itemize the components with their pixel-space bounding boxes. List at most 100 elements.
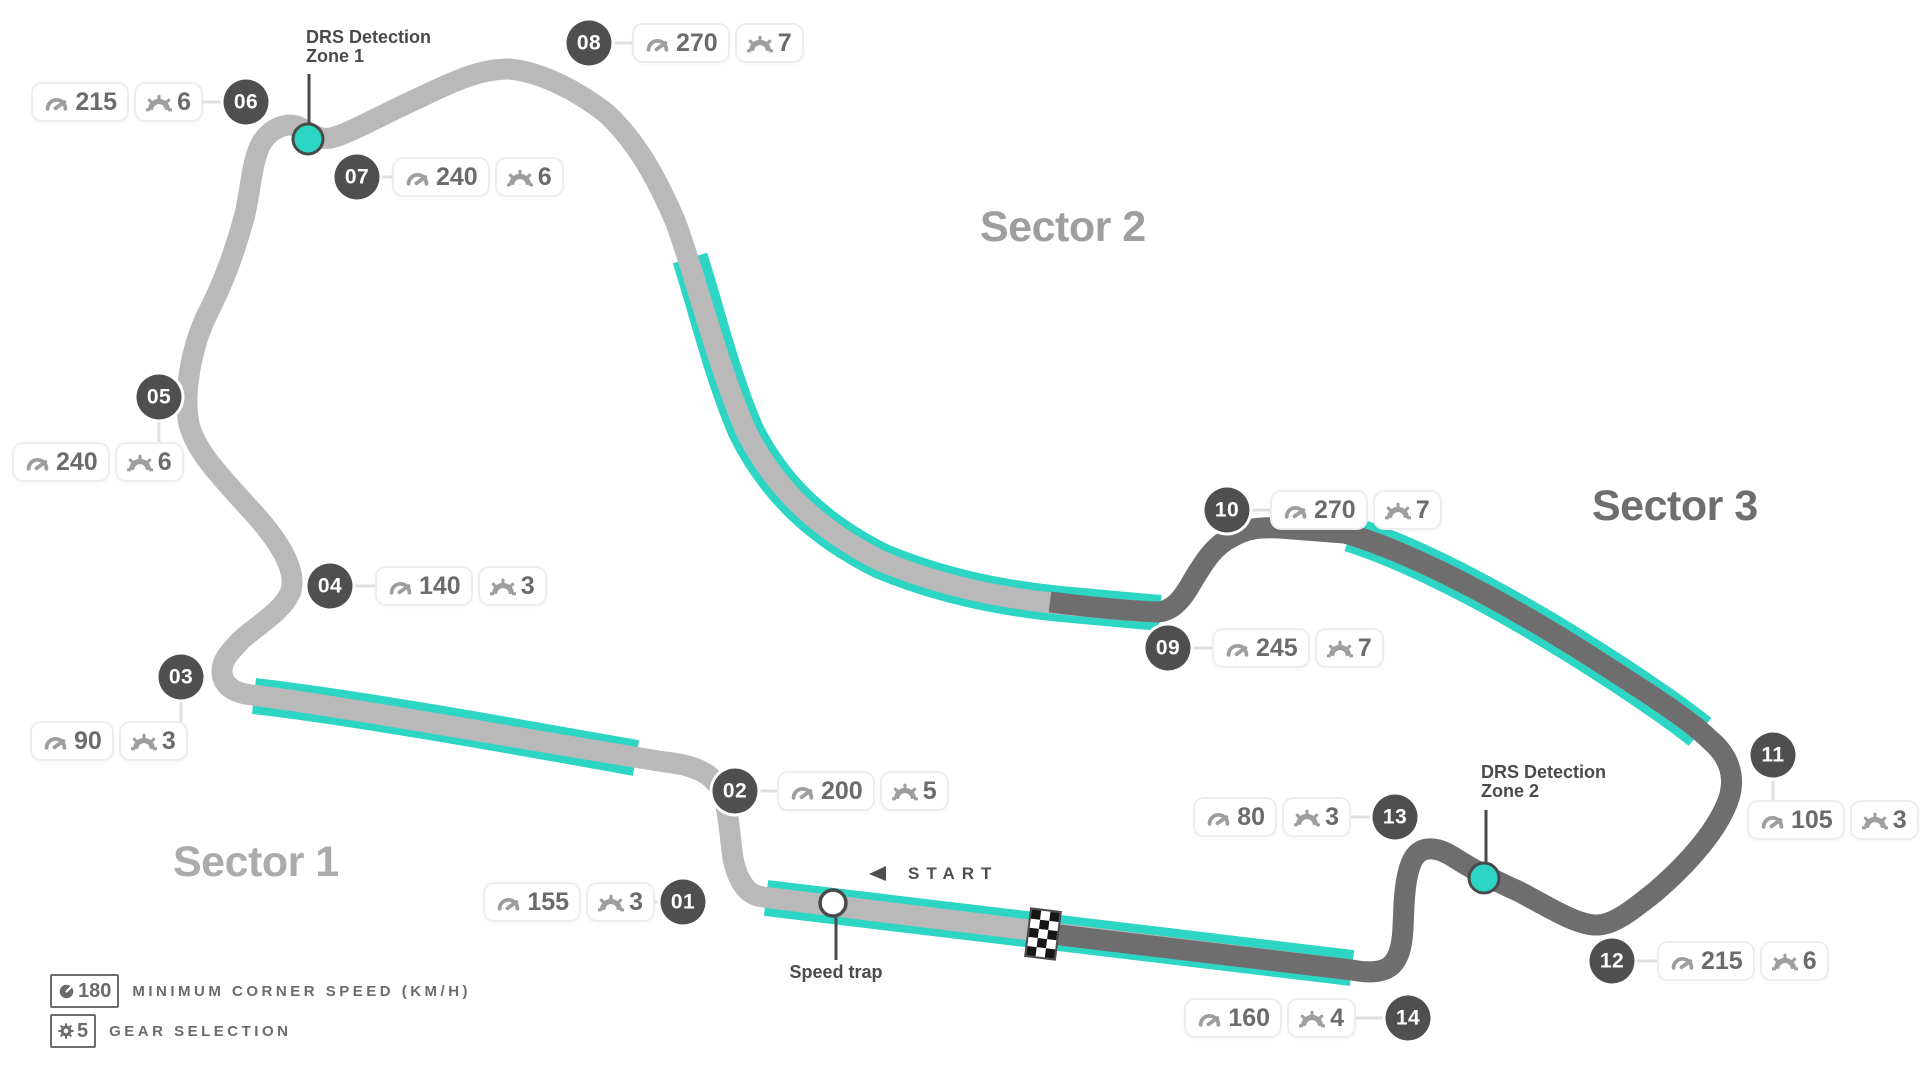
speedometer-icon xyxy=(1284,505,1307,519)
corner-gear-value: 7 xyxy=(1357,633,1372,662)
label-connectors xyxy=(157,41,1775,1020)
corner-info-label: 245 7 xyxy=(1212,628,1384,668)
finish-line-flag xyxy=(1024,907,1062,961)
corner-gear-chip: 6 xyxy=(134,82,203,122)
corner-speed-chip: 240 xyxy=(392,157,490,197)
corner-gear-chip: 6 xyxy=(114,442,184,482)
corner-number: 03 xyxy=(168,665,194,688)
corner-speed-chip: 270 xyxy=(1270,490,1368,530)
corner-speed-chip: 90 xyxy=(30,721,114,761)
corner-speed-chip: 200 xyxy=(777,771,875,811)
speedometer-icon xyxy=(1671,956,1694,970)
gear-icon xyxy=(146,94,173,111)
corner-speed-value: 215 xyxy=(75,87,118,116)
corner-marker: 06 xyxy=(223,79,269,125)
corner-number: 11 xyxy=(1761,743,1785,766)
speed-trap-marker xyxy=(818,888,848,918)
sector-2-label: Sector 2 xyxy=(980,203,1146,251)
corner-number: 05 xyxy=(146,385,172,408)
corner-speed-chip: 155 xyxy=(483,882,582,922)
start-label: START xyxy=(908,864,999,883)
corner-gear-chip: 3 xyxy=(118,721,188,761)
drs-zone-2-line1: DRS Detection xyxy=(1481,762,1607,782)
corner-number: 04 xyxy=(317,574,343,597)
corner-gear-chip: 6 xyxy=(494,157,564,197)
drs-zone-2-line2: Zone 2 xyxy=(1481,781,1540,801)
corner-marker: 01 xyxy=(660,879,706,925)
corner-gear-chip: 6 xyxy=(1759,941,1829,981)
track-path-dark-sector3 xyxy=(1041,517,1742,983)
corner-gear-value: 7 xyxy=(777,28,792,57)
speedometer-icon xyxy=(1761,815,1784,829)
corner-speed-chip: 105 xyxy=(1747,800,1845,840)
corner-speed-value: 270 xyxy=(1314,495,1356,524)
speedometer-icon xyxy=(389,581,412,595)
drs-detection-zone-1-label: DRS Detection Zone 1 xyxy=(306,28,431,66)
speedometer-icon xyxy=(1199,1013,1221,1027)
corner-number: 10 xyxy=(1214,498,1240,521)
flag-checker-cell xyxy=(1026,945,1037,957)
corner-info-label: 215 6 xyxy=(31,82,203,122)
drs-detection-dot-1 xyxy=(291,122,325,156)
corner-info-label: 140 3 xyxy=(375,566,547,606)
speedometer-icon xyxy=(1207,812,1230,826)
corner-speed-value: 200 xyxy=(821,776,863,805)
speedometer-icon xyxy=(44,736,67,750)
corner-gear-chip: 4 xyxy=(1287,998,1356,1038)
corner-number: 01 xyxy=(670,890,696,913)
corner-info-label: 80 3 xyxy=(1193,797,1351,837)
gear-icon xyxy=(130,733,157,750)
corner-gear-value: 5 xyxy=(922,776,937,805)
corner-speed-value: 80 xyxy=(1237,802,1266,831)
sector-1-label: Sector 1 xyxy=(173,838,339,886)
gear-icon xyxy=(1861,812,1888,829)
corner-marker: 12 xyxy=(1589,938,1635,984)
flag-checker-cell xyxy=(1038,919,1050,931)
start-arrow-icon xyxy=(869,866,886,881)
gear-icon xyxy=(1771,953,1798,970)
corner-info-label: 160 4 xyxy=(1184,998,1356,1038)
corner-speed-chip: 245 xyxy=(1212,628,1310,668)
corner-number: 08 xyxy=(576,31,602,54)
speedometer-icon xyxy=(26,457,49,471)
speedometer-icon xyxy=(46,97,68,111)
legend-speed-row: 180 MINIMUM CORNER SPEED (KM/H) xyxy=(50,974,471,1008)
speedometer-icon xyxy=(791,786,814,800)
corner-speed-value: 105 xyxy=(1791,805,1833,834)
corner-info-label: 155 3 xyxy=(483,882,655,922)
corner-info-label: 215 6 xyxy=(1657,941,1829,981)
corner-gear-value: 6 xyxy=(1802,946,1817,975)
gear-icon xyxy=(1384,502,1411,519)
gear-icon xyxy=(746,35,773,52)
drs-zone-1-line1: DRS Detection xyxy=(306,27,432,47)
corner-number: 09 xyxy=(1155,636,1181,659)
corner-number: 06 xyxy=(233,90,259,113)
corner-speed-chip: 80 xyxy=(1193,797,1278,837)
corner-number: 02 xyxy=(722,779,748,802)
corner-speed-value: 240 xyxy=(56,447,98,476)
corner-number: 13 xyxy=(1382,805,1408,828)
speed-trap-label: Speed trap xyxy=(789,962,883,982)
gear-icon xyxy=(58,1023,74,1039)
corner-gear-value: 6 xyxy=(157,447,172,476)
legend-gear-label: GEAR SELECTION xyxy=(109,1022,292,1040)
flag-checker-cell xyxy=(1036,937,1048,949)
legend-gear-box: 5 xyxy=(50,1014,97,1048)
gear-icon xyxy=(1326,640,1353,657)
corner-speed-chip: 240 xyxy=(12,442,110,482)
corner-number: 14 xyxy=(1395,1006,1421,1029)
legend-gear-value: 5 xyxy=(77,1019,89,1042)
gear-icon xyxy=(891,783,918,800)
corner-marker: 11 xyxy=(1750,732,1796,778)
corner-speed-value: 240 xyxy=(436,162,478,191)
corner-gear-chip: 3 xyxy=(477,566,547,606)
drs-zone-1-line2: Zone 1 xyxy=(306,46,365,66)
corner-speed-value: 155 xyxy=(527,887,570,916)
drs-detection-zone-2-label: DRS Detection Zone 2 xyxy=(1481,763,1606,801)
legend: 180 MINIMUM CORNER SPEED (KM/H) xyxy=(50,974,471,1054)
corner-gear-chip: 7 xyxy=(734,23,804,63)
drs-detection-dot-2 xyxy=(1467,861,1501,895)
corner-info-label: 240 6 xyxy=(12,442,184,482)
corner-speed-chip: 270 xyxy=(632,23,730,63)
